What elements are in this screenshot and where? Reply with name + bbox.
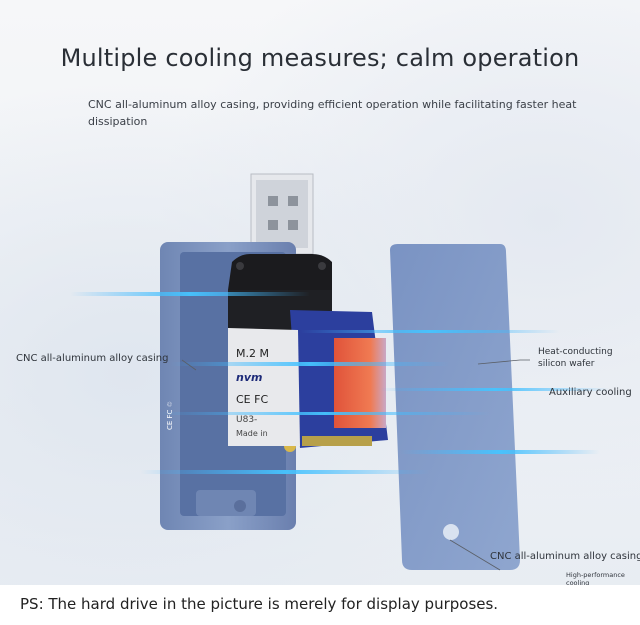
chip-m2-text: M.2 M bbox=[236, 347, 269, 360]
label-heat-wafer: Heat-conducting silicon wafer bbox=[538, 347, 613, 369]
label-left-casing: CNC all-aluminum alloy casing bbox=[16, 353, 169, 364]
page-subtitle: CNC all-aluminum alloy casing, providing… bbox=[88, 98, 577, 128]
ssd-label bbox=[228, 328, 300, 446]
label-right-casing: CNC all-aluminum alloy casing bbox=[490, 551, 640, 562]
chip-made-text: Made in bbox=[236, 429, 268, 438]
chip-ce-text: CE FC bbox=[236, 393, 269, 406]
footer-note: PS: The hard drive in the picture is mer… bbox=[20, 595, 499, 613]
footer-bar: PS: The hard drive in the picture is mer… bbox=[0, 585, 640, 625]
chip-model-text: U83- bbox=[236, 415, 258, 425]
chip-brand-text: nvm bbox=[236, 371, 263, 384]
svg-text:CE FC ♲: CE FC ♲ bbox=[166, 401, 174, 430]
pointer-lines bbox=[181, 359, 530, 571]
right-lid bbox=[390, 244, 520, 570]
airflow-beams bbox=[70, 292, 610, 474]
usb-plug bbox=[250, 173, 314, 255]
label-high-performance: High-performance cooling bbox=[566, 571, 625, 587]
page-title: Multiple cooling measures; calm operatio… bbox=[60, 44, 580, 72]
label-auxiliary-cooling: Auxiliary cooling bbox=[549, 387, 632, 398]
